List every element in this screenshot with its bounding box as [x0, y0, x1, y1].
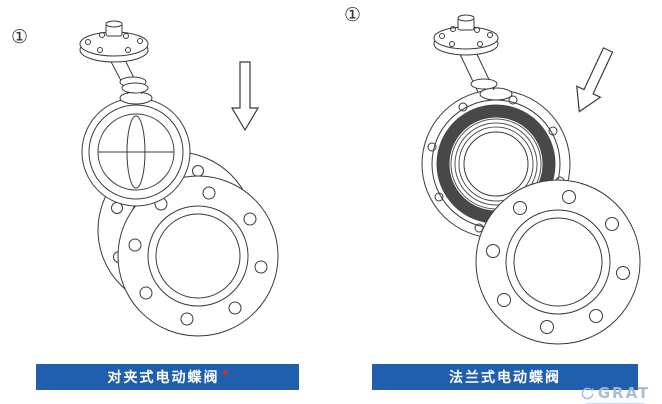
caption-flange-text: 法兰式电动蝶阀 — [449, 370, 561, 386]
red-dot — [222, 370, 228, 375]
pipe-flange — [475, 179, 641, 345]
front-pipe-flange — [117, 175, 279, 337]
caption-wafer-text: 对夹式电动蝶阀 — [107, 370, 220, 386]
stem-and-top-flange — [79, 20, 149, 95]
down-arrow-outline-icon — [230, 61, 260, 132]
step-number-right: ① — [344, 4, 362, 26]
flange-valve-drawing — [421, 14, 641, 345]
watermark-text: GRAT — [597, 384, 651, 402]
circular-arrows-icon — [581, 387, 594, 399]
caption-wafer-valve: 对夹式电动蝶阀 — [36, 364, 299, 390]
step-number-left: ① — [11, 26, 29, 48]
valve-body — [81, 91, 191, 207]
wafer-valve-drawing — [79, 20, 279, 337]
grat-watermark-logo: GRAT — [570, 384, 660, 404]
caption-flange-valve: 法兰式电动蝶阀 — [372, 364, 638, 390]
down-arrow-outline-icon — [576, 47, 614, 113]
stem-and-top-flange — [433, 14, 499, 93]
